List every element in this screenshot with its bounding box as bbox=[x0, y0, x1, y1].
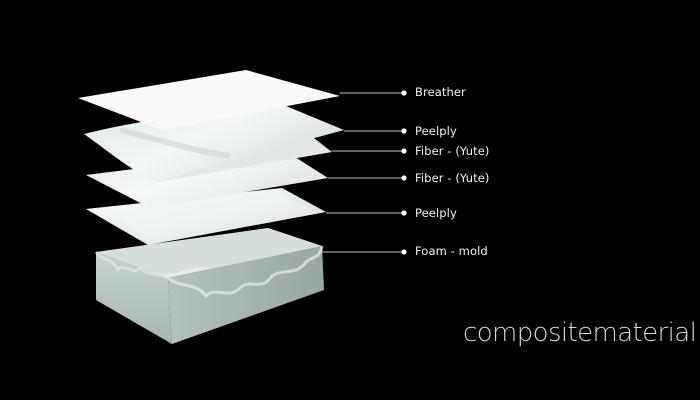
label-foam-mold: Foam - mold bbox=[415, 244, 488, 258]
leader-dot bbox=[401, 175, 407, 181]
leader-lines bbox=[322, 92, 404, 253]
foam-rough-edge-left bbox=[94, 250, 169, 280]
layer-breather bbox=[78, 70, 340, 130]
label-fiber-upper: Fiber - (Yute) bbox=[415, 144, 490, 158]
label-peelply-bottom: Peelply bbox=[415, 206, 457, 220]
leader-dots bbox=[401, 90, 407, 255]
label-fiber-lower: Fiber - (Yute) bbox=[415, 171, 490, 185]
layer-peelply-bottom bbox=[86, 188, 326, 245]
leader-dot bbox=[401, 90, 407, 96]
foam-mold-block bbox=[94, 228, 324, 344]
foam-top-texture bbox=[100, 228, 322, 275]
label-breather: Breather bbox=[415, 85, 466, 99]
leader-dot bbox=[401, 249, 407, 255]
foam-rough-edge bbox=[167, 245, 324, 299]
layer-fiber-lower bbox=[86, 150, 328, 208]
label-peelply-top: Peelply bbox=[415, 124, 457, 138]
diagram-title: compositematerial bbox=[463, 318, 697, 348]
leader-dot bbox=[401, 128, 407, 134]
leader-dot bbox=[401, 148, 407, 154]
leader-dot bbox=[401, 210, 407, 216]
